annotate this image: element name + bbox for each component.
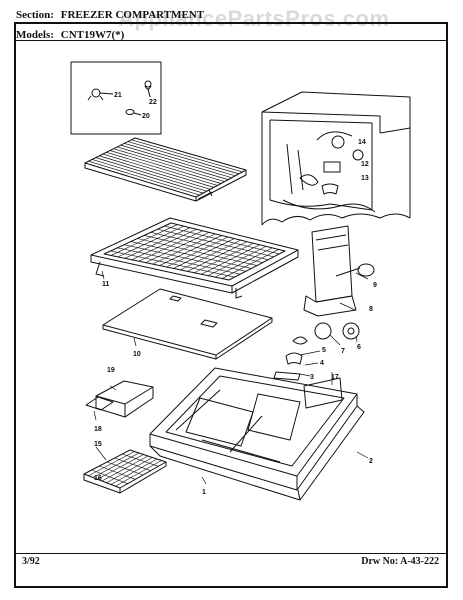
part-number-label: 5 [322,347,326,354]
bottom-trim-strip [149,405,365,501]
section-value: FREEZER COMPARTMENT [60,9,205,21]
part-number-label: 10 [133,351,141,358]
part-number-label: 15 [94,441,102,448]
drawing-number: Drw No: A-43-222 [361,556,439,567]
freezer-floor-liner [149,367,358,491]
part-number-label: 1 [202,489,206,496]
header-rule [14,40,448,41]
upper-wire-shelf [84,137,247,202]
ice-tray-bracket [85,396,114,411]
section-line: Section: FREEZER COMPARTMENT [16,9,204,21]
ice-cube-tray [83,449,167,494]
part-number-label: 11 [102,281,110,288]
part-number-label: 3 [310,374,314,381]
leader-lines [93,191,369,485]
part-number-label: 16 [94,475,102,482]
models-label: Models: [16,29,54,41]
ice-bin [95,380,154,418]
watermark-text: AppliancePartsPros.com [118,6,390,31]
part-number-label: 4 [320,360,324,367]
part-number-label: 7 [341,348,345,355]
part-number-label: 8 [369,306,373,313]
models-value: CNT19W7(*) [60,29,125,41]
footer-date: 3/92 [22,556,40,567]
fan-motor-parts [273,322,360,381]
part-number-label: 18 [94,426,102,433]
part-number-label: 21 [114,92,122,99]
section-label: Section: [16,9,54,21]
shelf-frame-assembly [90,217,299,299]
models-line: Models: CNT19W7(*) [16,29,124,41]
evaporator-cover [303,225,375,317]
part-number-label: 9 [373,282,377,289]
part-number-label: 17 [331,374,339,381]
footer-rule [14,553,448,554]
small-parts-inset [70,61,162,135]
part-number-label: 22 [149,99,157,106]
part-number-label: 12 [361,161,369,168]
shelf-cover-panel [102,288,273,360]
part-number-label: 2 [369,458,373,465]
part-number-label: 19 [107,367,115,374]
part-number-label: 14 [358,139,366,146]
part-number-label: 13 [361,175,369,182]
freezer-cabinet-cutaway [261,91,411,226]
part-number-label: 20 [142,113,150,120]
diagram-frame [14,22,448,588]
part-number-label: 6 [357,344,361,351]
